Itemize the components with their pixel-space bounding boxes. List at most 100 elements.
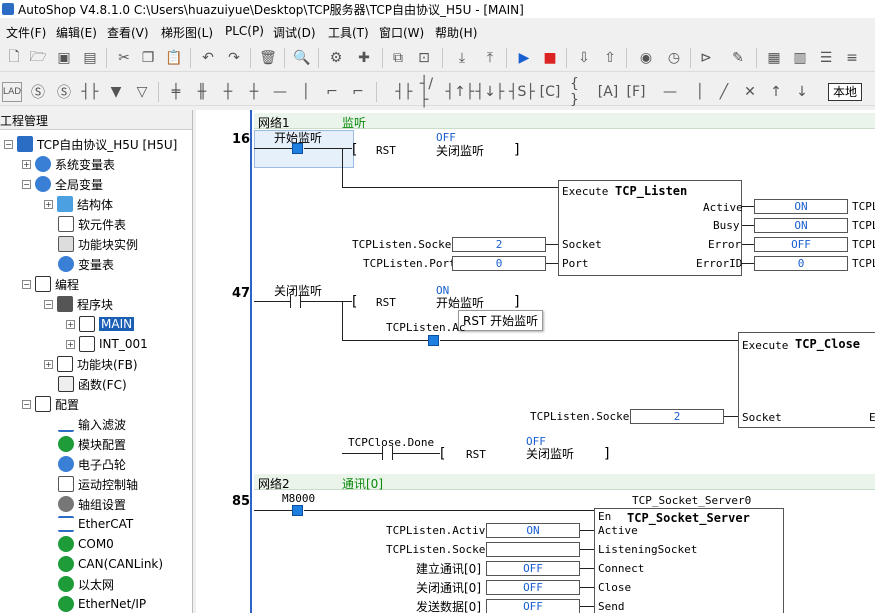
selected-cell[interactable] <box>254 130 354 168</box>
window-cascade-icon[interactable]: ⧉ <box>393 50 403 66</box>
run-icon[interactable]: ▶ <box>518 50 530 66</box>
vline2-icon[interactable]: │ <box>695 84 705 100</box>
read-plc-icon[interactable]: ⇧ <box>604 50 616 66</box>
tree-item-global-vars[interactable]: −全局变量 <box>22 176 104 192</box>
new-file-icon[interactable]: 🗋 <box>8 49 20 65</box>
r16-coil-var[interactable]: 关闭监听 <box>436 144 485 158</box>
contact-rise-icon[interactable]: ┼ <box>223 84 233 100</box>
fb-tcp-listen[interactable]: Execute TCP_Listen Active Busy Socket Er… <box>558 180 743 276</box>
monitor-time-icon[interactable]: ◷ <box>667 50 681 66</box>
r16-port-value[interactable]: 0 <box>452 256 546 271</box>
menu-help[interactable]: 帮助(H) <box>435 26 478 40</box>
undo-icon[interactable]: ↶ <box>202 50 214 66</box>
instr-icon[interactable]: ⌐ <box>352 84 364 100</box>
tree-item-cam[interactable]: 电子凸轮 <box>58 454 126 474</box>
no-contact-icon[interactable]: ┤├ <box>395 84 413 100</box>
edit-icon[interactable]: ✎ <box>732 50 744 66</box>
a-coil-icon[interactable]: [A] <box>597 84 619 100</box>
tree-item-motion-axis[interactable]: 运动控制轴 <box>58 474 138 494</box>
f-coil-icon[interactable]: [F] <box>626 84 646 100</box>
tree-item-fb[interactable]: +功能块(FB) <box>44 356 138 372</box>
tree-item-system-vars[interactable]: +系统变量表 <box>22 156 116 172</box>
pos-edge-icon[interactable]: ┤↑├ <box>445 84 475 100</box>
r85-contact-state[interactable] <box>292 505 303 516</box>
r16-error-value[interactable]: OFF <box>754 237 848 252</box>
tree-item-var-table[interactable]: 变量表 <box>58 254 114 274</box>
write-plc-icon[interactable]: ⇩ <box>578 50 590 66</box>
branch-down-icon[interactable]: ▼ <box>110 84 122 100</box>
set-coil-icon[interactable]: ┤S├ <box>509 84 535 100</box>
upload-icon[interactable]: ⤒ <box>486 50 494 66</box>
menu-plc[interactable]: PLC(P) <box>225 24 264 38</box>
tree-item-module-config[interactable]: 模块配置 <box>58 434 126 454</box>
menu-file[interactable]: 文件(F) <box>6 26 47 40</box>
lad-icon[interactable]: LAD <box>2 82 22 102</box>
save-all-icon[interactable]: ▤ <box>83 50 97 66</box>
r85-pin-active-value[interactable]: ON <box>486 523 580 538</box>
vline-icon[interactable]: │ <box>301 84 311 100</box>
search-icon[interactable]: 🔍 <box>293 50 311 66</box>
tree-item-program-blocks[interactable]: −程序块 <box>44 296 114 312</box>
sfc-icon[interactable]: Ⓢ <box>31 85 45 101</box>
r85-pin-connect-value[interactable]: OFF <box>486 561 580 576</box>
slash-icon[interactable]: ╱ <box>719 84 729 100</box>
monitor-icon[interactable]: ◉ <box>639 50 653 66</box>
redo-icon[interactable]: ↷ <box>228 50 240 66</box>
menu-window[interactable]: 窗口(W) <box>379 26 425 40</box>
tree-item-programming[interactable]: −编程 <box>22 276 80 292</box>
brace-icon[interactable]: { } <box>570 76 579 108</box>
tree-item-int001[interactable]: +INT_001 <box>66 336 148 352</box>
tree-item-ethernetip[interactable]: EtherNet/IP <box>58 594 146 613</box>
tree-item-input-filter[interactable]: 输入滤波 <box>58 414 126 434</box>
copy-icon[interactable]: ❐ <box>141 50 155 66</box>
menu-edit[interactable]: 编辑(E) <box>56 26 97 40</box>
menu-debug[interactable]: 调试(D) <box>273 26 316 40</box>
arrow-down-icon[interactable]: ↓ <box>796 84 808 100</box>
delete-icon[interactable]: 🗑 <box>259 50 277 66</box>
r47-coil-var[interactable]: 开始监听 <box>436 296 485 310</box>
tree-item-can[interactable]: CAN(CANLink) <box>58 554 163 574</box>
open-folder-icon[interactable]: 🗁 <box>29 49 47 65</box>
fb-tcp-close[interactable]: Execute TCP_Close Socket E <box>738 332 875 428</box>
contact-no-icon[interactable]: ┤├ <box>81 84 99 100</box>
r16-contact-state[interactable] <box>292 143 303 154</box>
r85-pin-close-value[interactable]: OFF <box>486 580 580 595</box>
window-tile-icon[interactable]: ⊡ <box>418 50 430 66</box>
menu-ladder[interactable]: 梯形图(L) <box>161 26 214 40</box>
tree-item-fc[interactable]: 函数(FC) <box>58 374 127 394</box>
tree-item-com0[interactable]: COM0 <box>58 534 114 554</box>
tree-item-struct[interactable]: +结构体 <box>44 196 114 212</box>
nc-contact-icon[interactable]: ┤/├ <box>420 76 434 108</box>
r47-coil2-var[interactable]: 关闭监听 <box>526 447 575 461</box>
r16-errorid-value[interactable]: 0 <box>754 256 848 271</box>
menu-view[interactable]: 查看(V) <box>107 26 149 40</box>
tree-item-config[interactable]: −配置 <box>22 396 80 412</box>
tree-item-device-table[interactable]: 软元件表 <box>58 214 126 234</box>
r16-active-value[interactable]: ON <box>754 199 848 214</box>
compile-icon[interactable]: ⚙ <box>329 50 343 66</box>
st-icon[interactable]: Ⓢ <box>57 85 71 101</box>
r16-busy-value[interactable]: ON <box>754 218 848 233</box>
tree-item-ethercat[interactable]: EtherCAT <box>58 514 133 534</box>
save-icon[interactable]: ▣ <box>57 50 71 66</box>
tree-item-fb-instance[interactable]: 功能块实例 <box>58 234 138 254</box>
tree-item-ethernet[interactable]: 以太网 <box>58 574 114 594</box>
list-icon[interactable]: ≡ <box>846 50 858 66</box>
ladder-editor[interactable]: 网络1 监听 16 开始监听 [ RST OFF 关闭监听 ] Execute … <box>196 110 875 613</box>
cross-icon[interactable]: ✕ <box>744 84 756 100</box>
fb-tcp-socket-server[interactable]: En TCP_Socket_Server Active ListeningSoc… <box>594 508 784 613</box>
tree-item-axis-group[interactable]: 轴组设置 <box>58 494 126 514</box>
tree-item-main[interactable]: +MAIN <box>66 316 135 332</box>
paste-icon[interactable]: 📋 <box>165 50 183 66</box>
contact-nc-parallel-icon[interactable]: ╫ <box>197 84 207 100</box>
neg-edge-icon[interactable]: ┤↓├ <box>475 84 505 100</box>
grid-icon[interactable]: ▦ <box>767 50 781 66</box>
step-icon[interactable]: ⊳ <box>700 50 712 66</box>
stop-icon[interactable]: ■ <box>543 50 557 66</box>
hline2-icon[interactable]: — <box>663 84 677 100</box>
menu-tools[interactable]: 工具(T) <box>328 26 369 40</box>
r47-active-contact[interactable] <box>428 335 439 346</box>
build-icon[interactable]: ✚ <box>358 50 370 66</box>
r85-pin-socket-value[interactable] <box>486 542 580 557</box>
r85-pin-send-value[interactable]: OFF <box>486 599 580 613</box>
